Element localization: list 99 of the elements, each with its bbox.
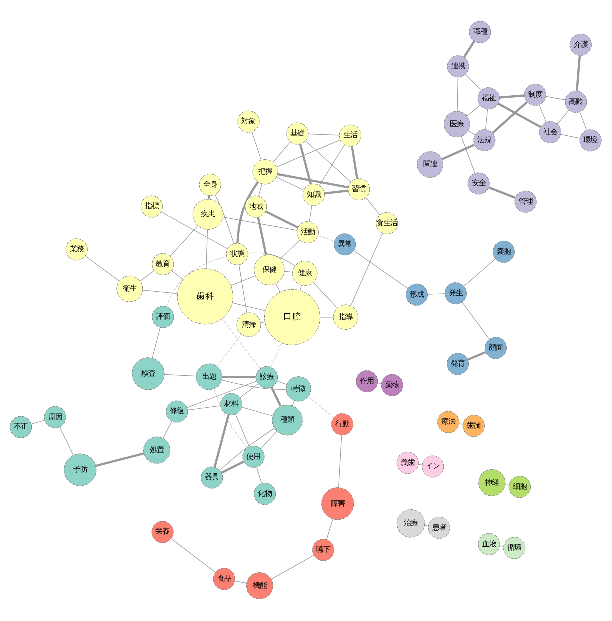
connector xyxy=(272,142,291,163)
connector xyxy=(505,484,510,486)
connector xyxy=(378,382,382,384)
connector xyxy=(457,77,458,112)
connector xyxy=(468,351,486,361)
connector xyxy=(351,146,358,179)
connector xyxy=(560,134,580,139)
connector xyxy=(166,256,227,308)
connector xyxy=(461,136,476,174)
connector xyxy=(485,109,488,130)
connector xyxy=(222,376,256,378)
connector xyxy=(309,205,312,222)
connector xyxy=(576,56,582,92)
connector xyxy=(468,130,476,136)
connector xyxy=(500,94,525,99)
connector xyxy=(318,236,336,242)
connector xyxy=(462,302,490,340)
connector xyxy=(305,140,352,183)
connector xyxy=(557,110,570,124)
connector xyxy=(31,420,46,425)
connector xyxy=(236,182,260,244)
connector xyxy=(252,132,262,160)
connector xyxy=(308,396,334,418)
connector xyxy=(313,282,338,309)
connector xyxy=(142,290,178,294)
connector xyxy=(236,414,250,448)
connector xyxy=(172,270,184,280)
connector xyxy=(242,407,274,416)
connector xyxy=(161,212,228,250)
connector xyxy=(232,302,266,312)
connector xyxy=(96,452,144,468)
connector xyxy=(162,421,172,439)
connector xyxy=(424,525,429,527)
node-circle: 歯科 xyxy=(177,268,234,325)
connector xyxy=(326,518,334,540)
connector xyxy=(546,96,566,100)
connector xyxy=(319,144,346,186)
connector xyxy=(220,428,276,471)
connector xyxy=(338,435,342,488)
connector xyxy=(164,374,196,377)
connector xyxy=(299,144,312,185)
connector xyxy=(214,388,248,449)
connector xyxy=(152,327,161,358)
connector xyxy=(221,460,244,474)
connector xyxy=(265,210,299,229)
connector xyxy=(284,271,293,273)
connector xyxy=(270,386,282,407)
connector xyxy=(60,426,74,456)
connector xyxy=(492,101,528,134)
connector xyxy=(222,380,287,390)
connector xyxy=(292,400,295,406)
connector xyxy=(234,580,248,584)
connector xyxy=(240,384,259,398)
connector xyxy=(230,276,256,286)
connector xyxy=(350,233,384,306)
connector xyxy=(277,173,349,189)
connector xyxy=(217,334,242,367)
connector xyxy=(580,112,588,131)
connector xyxy=(222,318,261,370)
connector xyxy=(498,102,542,128)
connector xyxy=(260,431,278,450)
connector xyxy=(171,538,216,573)
connector xyxy=(170,226,198,257)
connector xyxy=(257,217,268,256)
connector xyxy=(276,284,281,293)
connector xyxy=(206,230,208,270)
connector xyxy=(214,414,230,468)
connector xyxy=(188,406,222,411)
connector xyxy=(276,177,304,191)
connector xyxy=(539,104,547,123)
connector xyxy=(459,424,464,425)
connector xyxy=(238,264,248,314)
connector xyxy=(256,466,262,484)
connector xyxy=(258,184,262,197)
connector xyxy=(222,217,298,231)
connector xyxy=(464,258,496,287)
connector xyxy=(280,240,300,260)
connector xyxy=(324,190,348,195)
connector xyxy=(271,342,282,368)
connector xyxy=(366,198,380,216)
connector xyxy=(85,256,120,282)
connector xyxy=(488,186,516,199)
connector xyxy=(354,250,408,289)
connector xyxy=(276,380,288,386)
connector xyxy=(308,134,340,136)
connector xyxy=(320,317,334,318)
connector xyxy=(186,381,258,408)
connector xyxy=(466,74,482,91)
connector xyxy=(463,40,476,58)
node-circle: 口腔 xyxy=(264,289,321,346)
connector xyxy=(467,105,481,116)
connector xyxy=(442,144,476,160)
connector xyxy=(248,252,296,266)
connector xyxy=(300,285,302,291)
connector xyxy=(500,546,504,547)
connector xyxy=(140,270,155,282)
connector xyxy=(428,294,446,295)
connector xyxy=(276,140,341,168)
connector xyxy=(271,555,314,580)
